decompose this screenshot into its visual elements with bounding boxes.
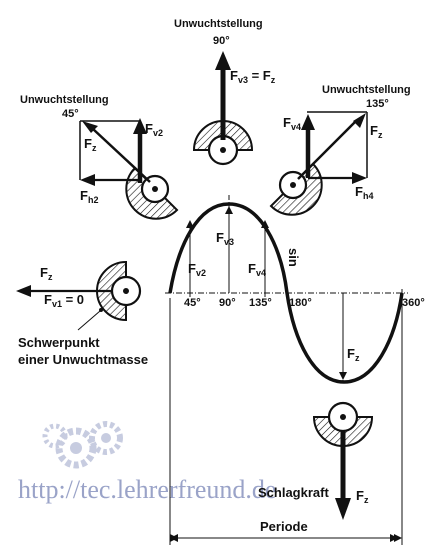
- angle-45: 45°: [62, 108, 79, 120]
- tick-90: 90°: [219, 297, 236, 309]
- fv1-label: Fv1 = 0: [44, 292, 84, 309]
- period-dimension: Periode: [169, 298, 403, 545]
- curve-fv2-label: Fv2: [188, 261, 206, 278]
- schlagkraft-label: Schlagkraft: [258, 485, 329, 500]
- arrow-schlagkraft: [335, 498, 351, 520]
- fv2-label: Fv2: [145, 121, 163, 138]
- fz-45-label: Fz: [84, 136, 97, 153]
- unbalance-0: Fz Fv1 = 0 Schwerpunkt einer Unwuchtmass…: [16, 260, 148, 367]
- curve-fz-label: Fz: [347, 346, 360, 363]
- fh4-label: Fh4: [355, 184, 373, 201]
- tick-135: 135°: [249, 297, 272, 309]
- sine-chart: Fv2 Fv3 Fv4 sin Fz 45° 90° 135° 180° 360…: [165, 195, 425, 384]
- fz-0-label: Fz: [40, 265, 53, 282]
- title-135: Unwuchtstellung: [322, 84, 411, 96]
- arrow-fz-135: [353, 113, 366, 128]
- tick-180: 180°: [289, 297, 312, 309]
- unbalance-270: Schlagkraft Fz: [258, 401, 374, 520]
- arrow-fz-45: [82, 121, 98, 133]
- unbalance-45: Unwuchtstellung 45° Fz Fv2 Fh2: [20, 94, 179, 220]
- period-label: Periode: [260, 519, 308, 534]
- tick-45: 45°: [184, 297, 201, 309]
- schwerpunkt-line2: einer Unwuchtmasse: [18, 352, 148, 367]
- tick-360: 360°: [402, 297, 425, 309]
- fh2-label: Fh2: [80, 188, 98, 205]
- curve-fv4-label: Fv4: [248, 261, 266, 278]
- arrow-fv2: [133, 118, 147, 134]
- unbalance-135: Unwuchtstellung 135° Fv4 Fz Fh4: [269, 84, 411, 216]
- watermark-url: http://tec.lehrerfreund.de: [18, 475, 276, 504]
- title-45: Unwuchtstellung: [20, 94, 109, 106]
- schwerpunkt-leader: [77, 310, 101, 331]
- unbalance-90: Unwuchtstellung 90° Fv3 = Fz: [174, 18, 276, 166]
- sin-label: sin: [286, 248, 301, 267]
- schlag-fz-label: Fz: [356, 488, 369, 505]
- watermark-gears: [42, 421, 123, 469]
- arrow-fh4: [352, 172, 367, 184]
- fv4-label: Fv4: [283, 115, 301, 132]
- fv3-eq-fz: Fv3 = Fz: [230, 68, 276, 85]
- schwerpunkt-line1: Schwerpunkt: [18, 335, 100, 350]
- fz-135-label: Fz: [370, 123, 383, 140]
- arrow-fz-0: [16, 285, 31, 297]
- title-90: Unwuchtstellung: [174, 18, 263, 30]
- curve-fv3-label: Fv3: [216, 230, 234, 247]
- angle-90: 90°: [213, 35, 230, 47]
- angle-135: 135°: [366, 98, 389, 110]
- arrow-fh2: [80, 174, 95, 186]
- arrow-fv4: [301, 114, 315, 130]
